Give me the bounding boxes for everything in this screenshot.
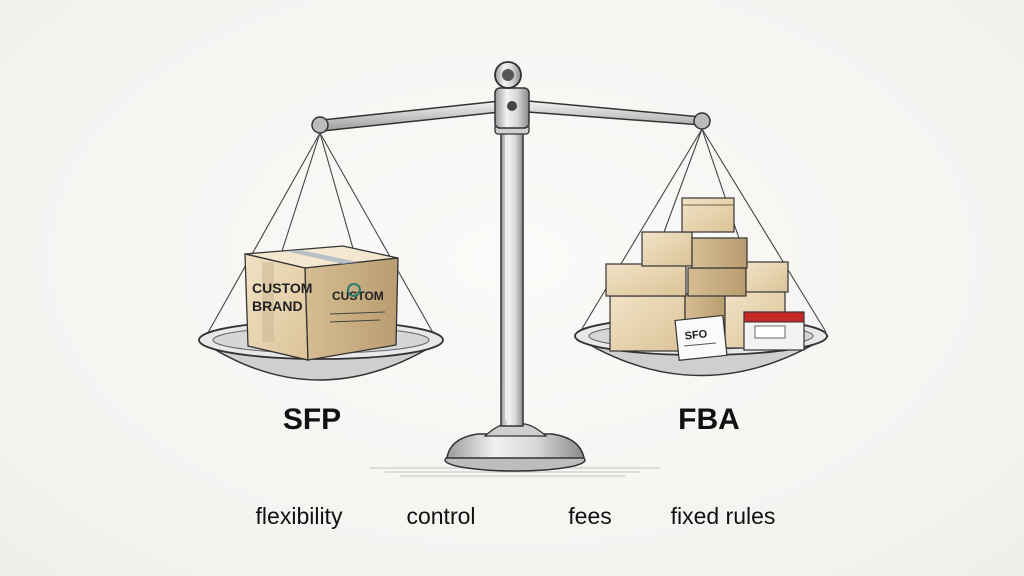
box-brand-line-2: BRAND: [252, 298, 303, 314]
box-side-brand: CUSTOM: [332, 289, 384, 303]
factor-label-control: control: [406, 503, 476, 529]
shipping-label-card: SFO: [674, 314, 728, 361]
card-code: SFO: [684, 328, 708, 342]
scale-pillar: [494, 123, 530, 427]
box-brand-line-1: CUSTOM: [252, 280, 312, 296]
fba-label: FBA: [678, 403, 740, 436]
red-shipping-box: [743, 311, 805, 351]
scale-base: [444, 423, 586, 472]
factor-label-flexibility: flexibility: [255, 503, 343, 529]
sfp-label: SFP: [282, 403, 342, 436]
custom-brand-box: CUSTOM BRAND CUSTOM: [244, 245, 399, 361]
factor-label-fees: fees: [568, 503, 612, 529]
factor-label-fixed-rules: fixed rules: [670, 503, 776, 529]
scale-beam: [311, 61, 711, 134]
